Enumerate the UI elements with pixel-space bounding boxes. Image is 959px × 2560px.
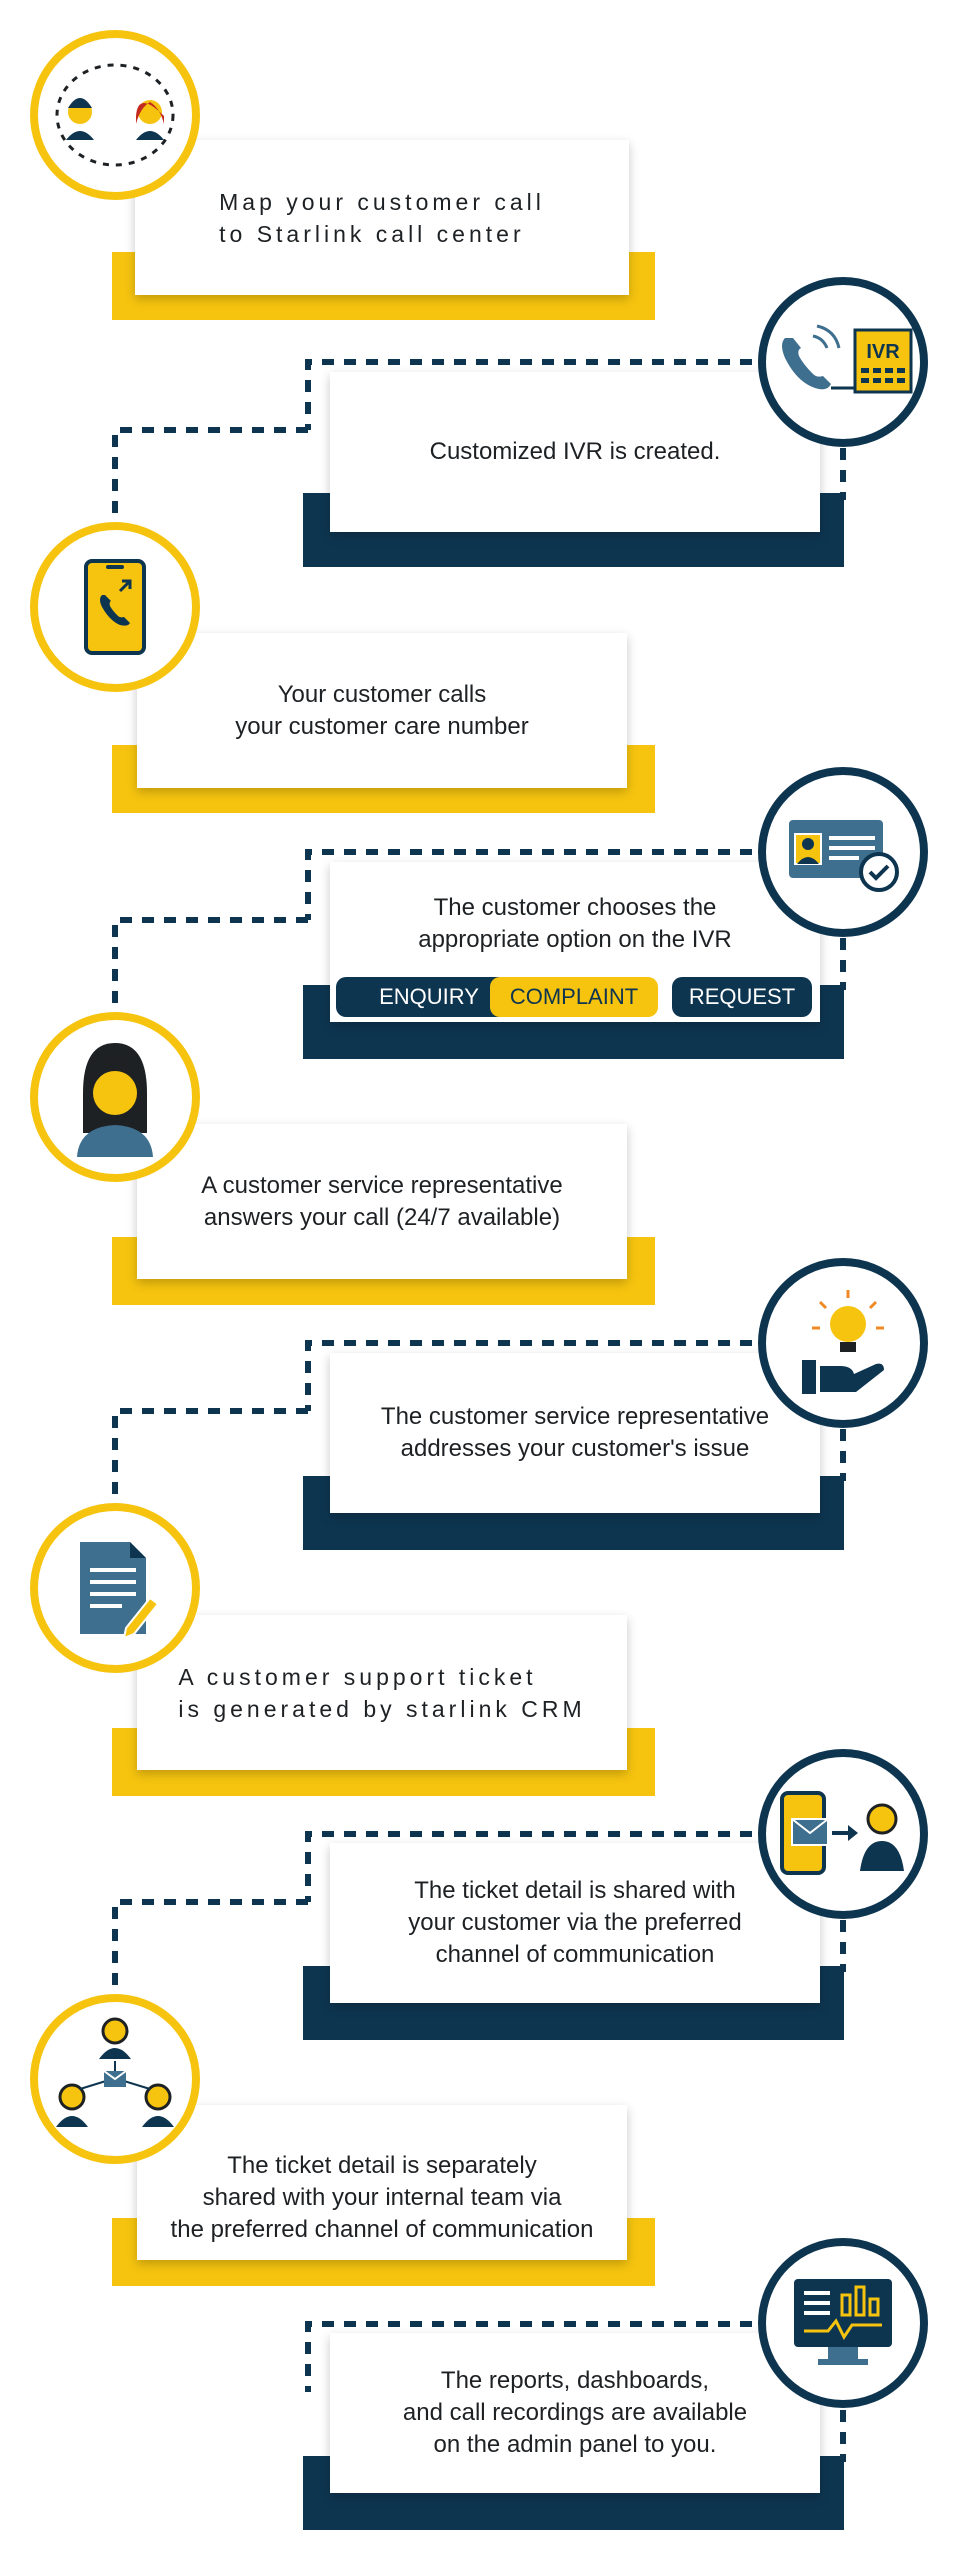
idea-hand-icon bbox=[758, 1258, 928, 1428]
step-6-text: The customer service representative addr… bbox=[380, 1403, 770, 1462]
svg-text:IVR: IVR bbox=[866, 341, 900, 363]
step-7-card: A customer support ticket is generated b… bbox=[137, 1615, 627, 1770]
team-share-icon bbox=[30, 1994, 200, 2164]
option-complaint-button[interactable]: COMPLAINT bbox=[490, 977, 658, 1017]
id-card-check-icon bbox=[758, 767, 928, 937]
agents-cycle-icon bbox=[30, 30, 200, 200]
step-8-card: The ticket detail is shared with your cu… bbox=[330, 1843, 820, 2003]
document-pen-icon bbox=[30, 1503, 200, 1673]
step-5-card: A customer service representative answer… bbox=[137, 1124, 627, 1279]
headset-agent-icon bbox=[30, 1012, 200, 1182]
step-5-text: A customer service representative answer… bbox=[201, 1171, 563, 1231]
step-3-text: Your customer calls your customer care n… bbox=[235, 680, 529, 740]
step-6-card: The customer service representative addr… bbox=[330, 1353, 820, 1513]
step-1-text: Map your customer call to Starlink call … bbox=[219, 188, 545, 247]
phone-ivr-icon: IVR bbox=[758, 277, 928, 447]
step-7-text: A customer support ticket is generated b… bbox=[178, 1663, 586, 1722]
step-10-text: The reports, dashboards, and call record… bbox=[402, 2367, 748, 2458]
mobile-share-icon bbox=[758, 1749, 928, 1919]
step-1-card: Map your customer call to Starlink call … bbox=[135, 140, 629, 295]
step-2-text: Customized IVR is created. bbox=[429, 438, 721, 465]
step-10-card: The reports, dashboards, and call record… bbox=[330, 2333, 820, 2493]
step-4-text: The customer chooses the appropriate opt… bbox=[418, 894, 732, 953]
option-request-button[interactable]: REQUEST bbox=[672, 977, 812, 1017]
step-8-text: The ticket detail is shared with your cu… bbox=[408, 1877, 742, 1968]
mobile-call-icon bbox=[30, 522, 200, 692]
step-9-text: The ticket detail is separately shared w… bbox=[170, 2151, 594, 2243]
step-2-card: Customized IVR is created. bbox=[330, 372, 820, 532]
step-3-card: Your customer calls your customer care n… bbox=[137, 633, 627, 788]
dashboard-monitor-icon bbox=[758, 2238, 928, 2408]
step-9-card: The ticket detail is separately shared w… bbox=[137, 2105, 627, 2260]
